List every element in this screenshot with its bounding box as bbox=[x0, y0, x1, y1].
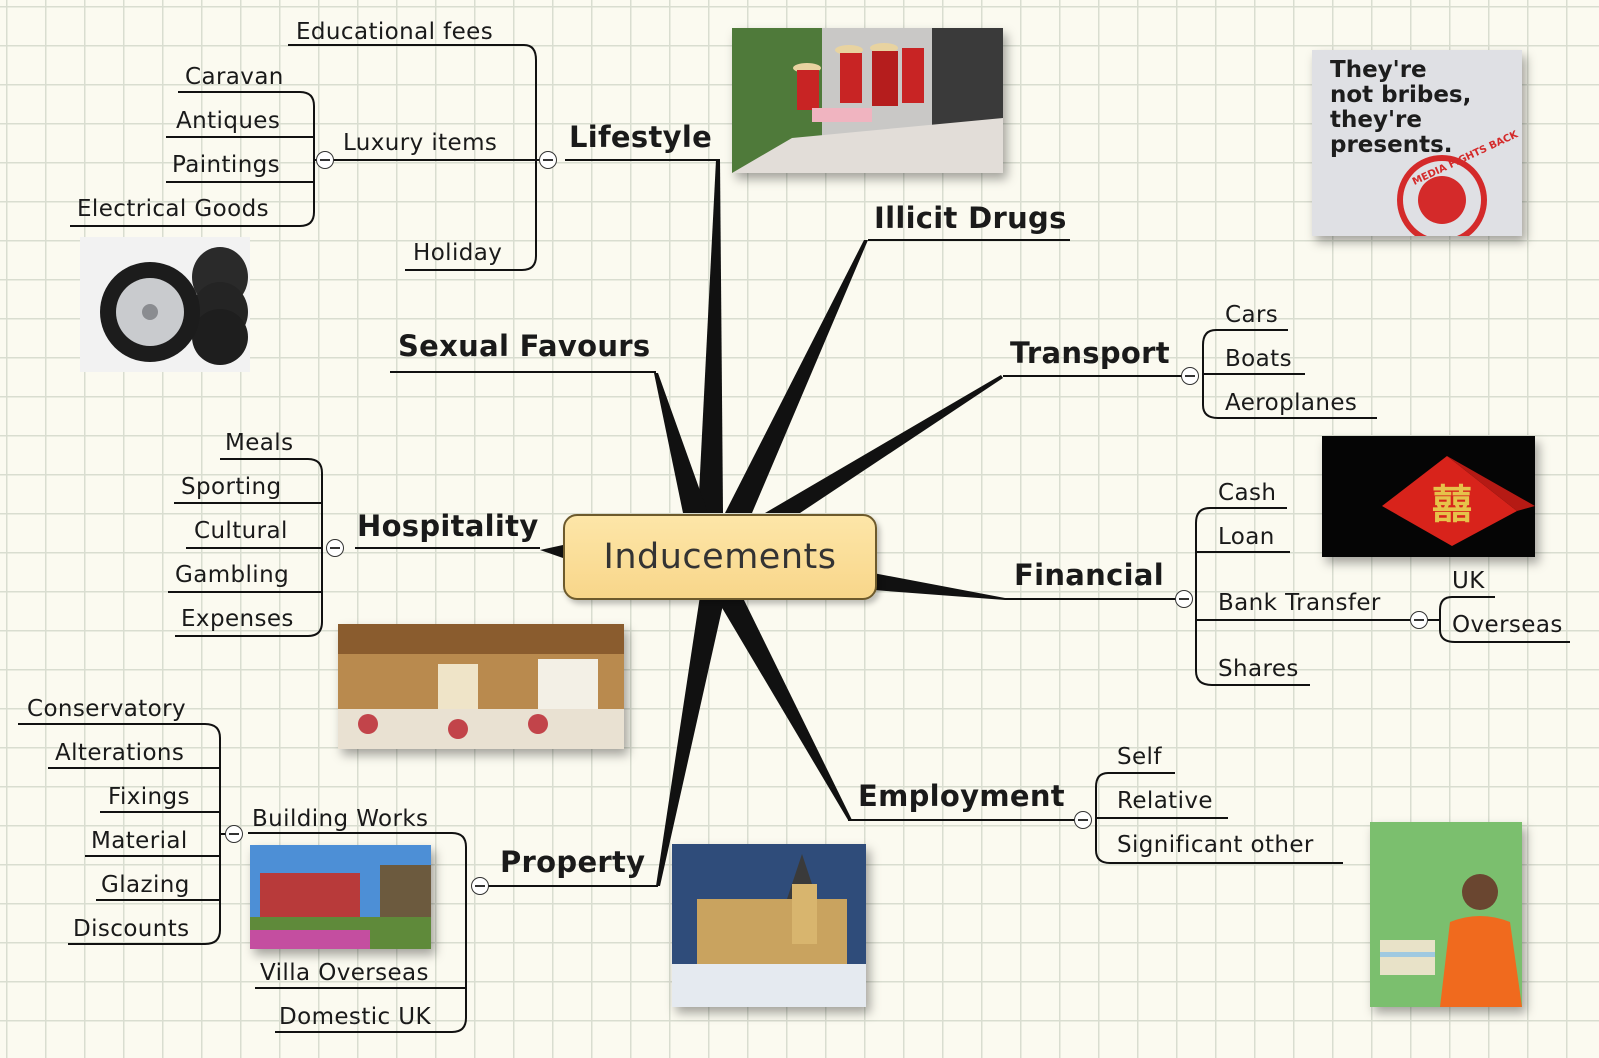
gift-giver-image bbox=[1370, 822, 1522, 1007]
topic-bank-transfer[interactable]: Bank Transfer bbox=[1218, 590, 1381, 616]
spoke-financial bbox=[873, 573, 1005, 600]
topic-cash[interactable]: Cash bbox=[1218, 480, 1277, 506]
topic-sexual-favours[interactable]: Sexual Favours bbox=[398, 329, 651, 363]
spoke-employment bbox=[715, 596, 852, 820]
topic-self[interactable]: Self bbox=[1117, 744, 1162, 770]
topic-shares[interactable]: Shares bbox=[1218, 656, 1299, 682]
poster-line-3: they're bbox=[1330, 107, 1422, 133]
topic-sporting[interactable]: Sporting bbox=[181, 474, 282, 500]
topic-meals[interactable]: Meals bbox=[225, 430, 294, 456]
main-branch-spokes bbox=[540, 160, 1005, 886]
spoke-lifestyle bbox=[698, 160, 723, 513]
topic-alterations[interactable]: Alterations bbox=[55, 740, 185, 766]
topic-expenses[interactable]: Expenses bbox=[181, 606, 294, 632]
collapse-building-works-button[interactable] bbox=[225, 825, 243, 843]
topic-discounts[interactable]: Discounts bbox=[73, 916, 190, 942]
topic-antiques[interactable]: Antiques bbox=[176, 108, 281, 134]
restaurant-image bbox=[338, 624, 624, 749]
topic-domestic-uk[interactable]: Domestic UK bbox=[279, 1004, 432, 1030]
topic-transport[interactable]: Transport bbox=[1010, 336, 1170, 370]
topic-significant-other[interactable]: Significant other bbox=[1117, 832, 1314, 858]
topic-holiday[interactable]: Holiday bbox=[413, 240, 503, 266]
villa-image bbox=[250, 845, 431, 949]
spoke-illicit-drugs bbox=[725, 240, 868, 513]
topic-educational-fees[interactable]: Educational fees bbox=[296, 19, 494, 45]
poster-line-4: presents. bbox=[1330, 132, 1453, 158]
topic-material[interactable]: Material bbox=[91, 828, 188, 854]
collapse-employment-button[interactable] bbox=[1074, 811, 1092, 829]
poster-line-1: They're bbox=[1330, 57, 1427, 83]
collapse-lifestyle-button[interactable] bbox=[539, 151, 557, 169]
spoke-sexual-favours bbox=[654, 373, 708, 513]
topic-cultural[interactable]: Cultural bbox=[194, 518, 288, 544]
topic-gambling[interactable]: Gambling bbox=[175, 562, 290, 588]
sub-branch-lines bbox=[18, 44, 1570, 1033]
collapse-luxury-items-button[interactable] bbox=[316, 151, 334, 169]
topic-employment[interactable]: Employment bbox=[858, 779, 1065, 813]
poster-line-2: not bribes, bbox=[1330, 82, 1472, 108]
tyres-image bbox=[80, 237, 250, 372]
topic-cars[interactable]: Cars bbox=[1225, 302, 1279, 328]
central-topic[interactable]: Inducements bbox=[563, 514, 877, 600]
topic-loan[interactable]: Loan bbox=[1218, 524, 1275, 550]
topic-overseas[interactable]: Overseas bbox=[1452, 612, 1563, 638]
topic-boats[interactable]: Boats bbox=[1225, 346, 1292, 372]
collapse-property-button[interactable] bbox=[471, 877, 489, 895]
topic-illicit-drugs[interactable]: Illicit Drugs bbox=[874, 201, 1067, 235]
collapse-financial-button[interactable] bbox=[1175, 590, 1193, 608]
topic-uk[interactable]: UK bbox=[1452, 568, 1485, 594]
topic-aeroplanes[interactable]: Aeroplanes bbox=[1225, 390, 1358, 416]
red-envelope-image: 囍 bbox=[1322, 436, 1535, 557]
topic-hospitality[interactable]: Hospitality bbox=[357, 509, 539, 543]
bribes-poster-image: They're not bribes, they're presents. ME… bbox=[1312, 50, 1522, 236]
collapse-transport-button[interactable] bbox=[1181, 367, 1199, 385]
schoolchildren-image bbox=[732, 28, 1003, 173]
topic-villa-overseas[interactable]: Villa Overseas bbox=[260, 960, 429, 986]
spoke-hospitality bbox=[540, 545, 563, 558]
topic-relative[interactable]: Relative bbox=[1117, 788, 1213, 814]
topic-conservatory[interactable]: Conservatory bbox=[27, 696, 186, 722]
spoke-property bbox=[656, 596, 725, 886]
topic-glazing[interactable]: Glazing bbox=[101, 872, 190, 898]
topic-lifestyle[interactable]: Lifestyle bbox=[569, 120, 713, 154]
topic-financial[interactable]: Financial bbox=[1014, 558, 1164, 592]
svg-text:囍: 囍 bbox=[1432, 482, 1472, 528]
topic-fixings[interactable]: Fixings bbox=[108, 784, 190, 810]
spoke-transport bbox=[765, 375, 1003, 513]
topic-building-works[interactable]: Building Works bbox=[252, 806, 429, 832]
castle-hotel-image bbox=[672, 844, 866, 1007]
topic-caravan[interactable]: Caravan bbox=[185, 64, 284, 90]
topic-property[interactable]: Property bbox=[500, 845, 646, 879]
topic-luxury-items[interactable]: Luxury items bbox=[343, 130, 498, 156]
poster-text: They're not bribes, they're presents. bbox=[1330, 58, 1471, 158]
collapse-bank-transfer-button[interactable] bbox=[1410, 611, 1428, 629]
topic-paintings[interactable]: Paintings bbox=[172, 152, 281, 178]
collapse-hospitality-button[interactable] bbox=[326, 539, 344, 557]
topic-electrical-goods[interactable]: Electrical Goods bbox=[77, 196, 269, 222]
